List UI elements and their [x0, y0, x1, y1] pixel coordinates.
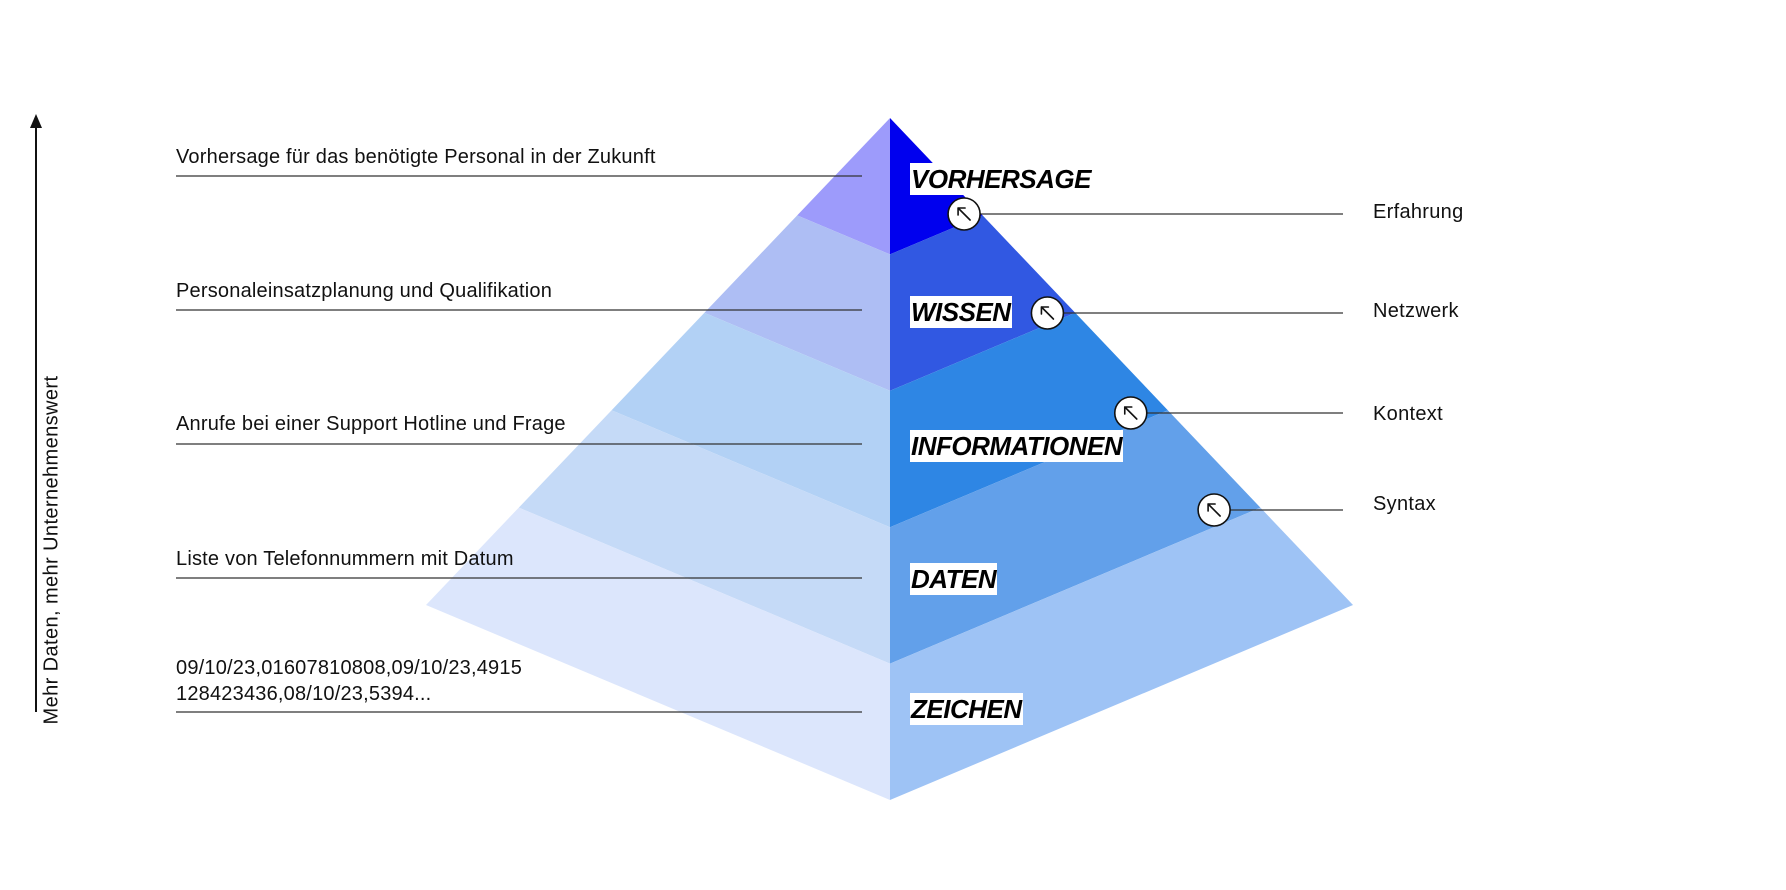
factor-label-erfahrung: Erfahrung	[1373, 201, 1464, 223]
arrow-up-left-icon	[1040, 306, 1055, 320]
example-text-line: 128423436,08/10/23,5394...	[176, 683, 432, 705]
example-wissen: Personaleinsatzplanung und Qualifikation	[176, 278, 816, 304]
factor-label-netzwerk: Netzwerk	[1373, 300, 1459, 322]
example-text-line: Anrufe bei einer Support Hotline und Fra…	[176, 413, 566, 435]
left-face-band-informationen	[611, 312, 890, 528]
left-face-band-daten	[518, 410, 890, 664]
example-text-line: Personaleinsatzplanung und Qualifikation	[176, 280, 553, 302]
example-text-line: Vorhersage für das benötigte Personal in…	[176, 146, 656, 168]
arrow-up-left-icon	[1207, 503, 1221, 517]
factor-label-kontext: Kontext	[1373, 403, 1443, 425]
level-label-daten: DATEN	[910, 563, 998, 595]
right-face-band-daten	[890, 410, 1261, 664]
left-face-band-vorhersage	[797, 118, 890, 255]
example-daten: Liste von Telefonnummern mit Datum	[176, 546, 816, 572]
level-label-wissen: WISSEN	[910, 296, 1012, 328]
example-text-line: Liste von Telefonnummern mit Datum	[176, 548, 514, 570]
example-text-line: 09/10/23,01607810808,09/10/23,4915	[176, 657, 523, 679]
right-face-band-informationen	[890, 312, 1168, 528]
left-face-band-wissen	[704, 215, 890, 391]
level-label-vorhersage: VORHERSAGE	[910, 163, 1092, 195]
value-axis-arrowhead	[30, 114, 42, 128]
arrow-up-left-icon	[957, 207, 971, 221]
level-label-zeichen: ZEICHEN	[910, 693, 1023, 725]
arrow-up-left-icon	[1123, 406, 1138, 420]
example-zeichen: 09/10/23,01607810808,09/10/23,4915 12842…	[176, 655, 816, 707]
level-label-informationen: INFORMATIONEN	[910, 430, 1124, 462]
factor-label-syntax: Syntax	[1373, 493, 1436, 515]
left-face-band-zeichen	[426, 507, 890, 800]
example-vorhersage: Vorhersage für das benötigte Personal in…	[176, 144, 816, 170]
right-face-band-zeichen	[890, 507, 1353, 800]
example-informationen: Anrufe bei einer Support Hotline und Fra…	[176, 411, 816, 437]
value-axis-label: Mehr Daten, mehr Unternehmenswert	[40, 375, 63, 725]
